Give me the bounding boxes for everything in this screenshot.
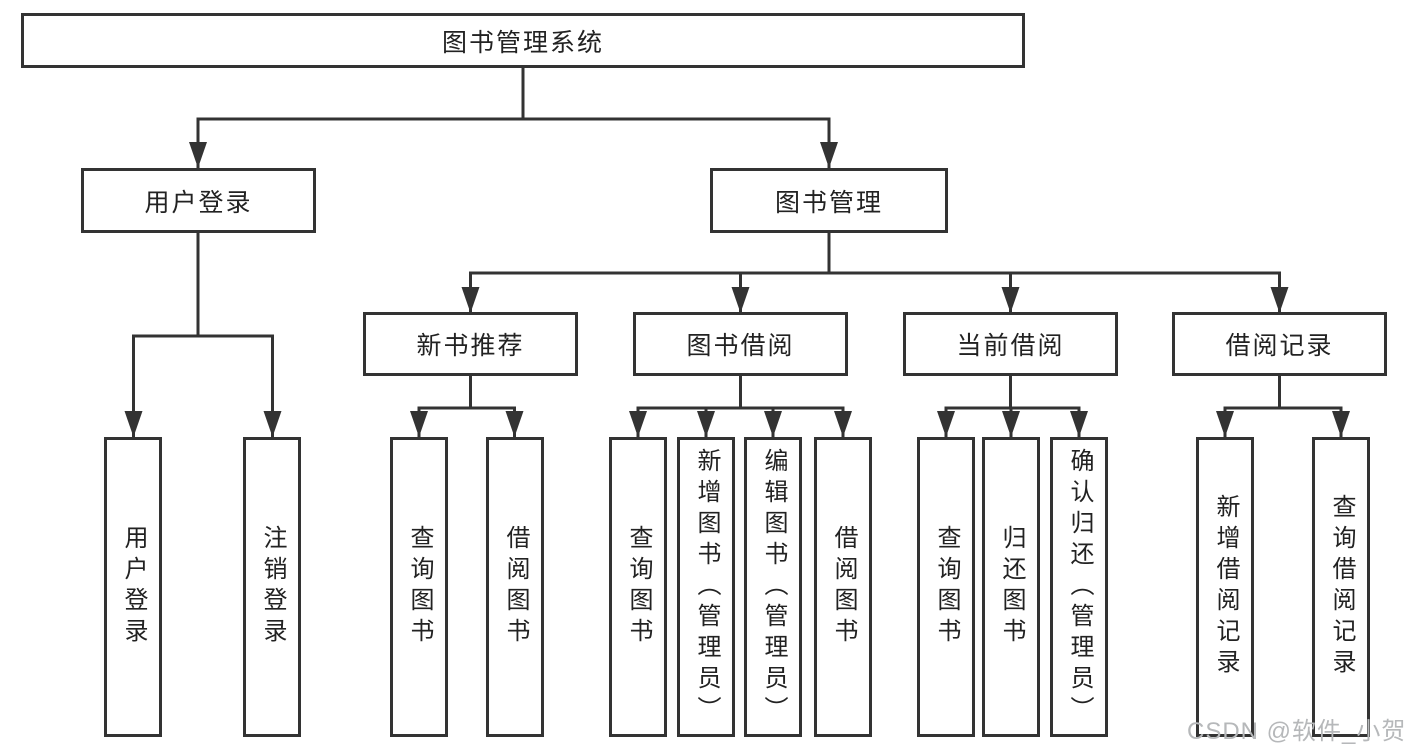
node-confirm-return-admin-label: 确认归还（管理员） [1066, 447, 1093, 727]
node-edit-book-admin: 编辑图书（管理员） [744, 437, 802, 737]
node-user-login-leaf-label: 用户登录 [120, 525, 147, 649]
node-query-books-recommend: 查询图书 [390, 437, 448, 737]
node-add-book-admin: 新增图书（管理员） [677, 437, 735, 737]
node-query-borrow-record-label: 查询借阅记录 [1328, 494, 1355, 680]
node-root: 图书管理系统 [21, 13, 1025, 68]
node-query-books-recommend-label: 查询图书 [406, 525, 433, 649]
node-query-books-current-label: 查询图书 [933, 525, 960, 649]
node-query-books-borrow-label: 查询图书 [625, 525, 652, 649]
node-user-login-label: 用户登录 [144, 188, 253, 217]
node-user-login-leaf: 用户登录 [104, 437, 162, 737]
node-query-books-current: 查询图书 [917, 437, 975, 737]
node-root-label: 图书管理系统 [441, 28, 604, 57]
node-add-borrow-record-label: 新增借阅记录 [1212, 494, 1239, 680]
node-borrow-books-recommend-label: 借阅图书 [502, 525, 529, 649]
node-current-borrow-label: 当前借阅 [956, 332, 1065, 360]
node-query-borrow-record: 查询借阅记录 [1312, 437, 1370, 737]
node-borrow-records: 借阅记录 [1172, 312, 1387, 376]
node-add-borrow-record: 新增借阅记录 [1196, 437, 1254, 737]
node-current-borrow: 当前借阅 [903, 312, 1118, 376]
node-borrow-records-label: 借阅记录 [1225, 332, 1334, 360]
node-add-book-admin-label: 新增图书（管理员） [693, 447, 720, 727]
watermark: CSDN @软件_小贺同学 [1187, 718, 1405, 745]
node-logout-leaf-label: 注销登录 [259, 525, 286, 649]
node-book-management: 图书管理 [710, 168, 948, 233]
node-book-borrow-label: 图书借阅 [686, 332, 795, 360]
node-confirm-return-admin: 确认归还（管理员） [1050, 437, 1108, 737]
node-book-management-label: 图书管理 [774, 188, 883, 217]
node-borrow-books-recommend: 借阅图书 [486, 437, 544, 737]
node-return-book-label: 归还图书 [998, 525, 1025, 649]
node-new-book-recommend-label: 新书推荐 [416, 332, 525, 360]
node-return-book: 归还图书 [982, 437, 1040, 737]
node-new-book-recommend: 新书推荐 [363, 312, 578, 376]
node-query-books-borrow: 查询图书 [609, 437, 667, 737]
node-borrow-books-leaf-label: 借阅图书 [830, 525, 857, 649]
arrowhead-icons [124, 142, 1350, 437]
node-logout-leaf: 注销登录 [243, 437, 301, 737]
node-edit-book-admin-label: 编辑图书（管理员） [760, 447, 787, 727]
node-book-borrow: 图书借阅 [633, 312, 848, 376]
node-user-login: 用户登录 [81, 168, 316, 233]
node-borrow-books-leaf: 借阅图书 [814, 437, 872, 737]
